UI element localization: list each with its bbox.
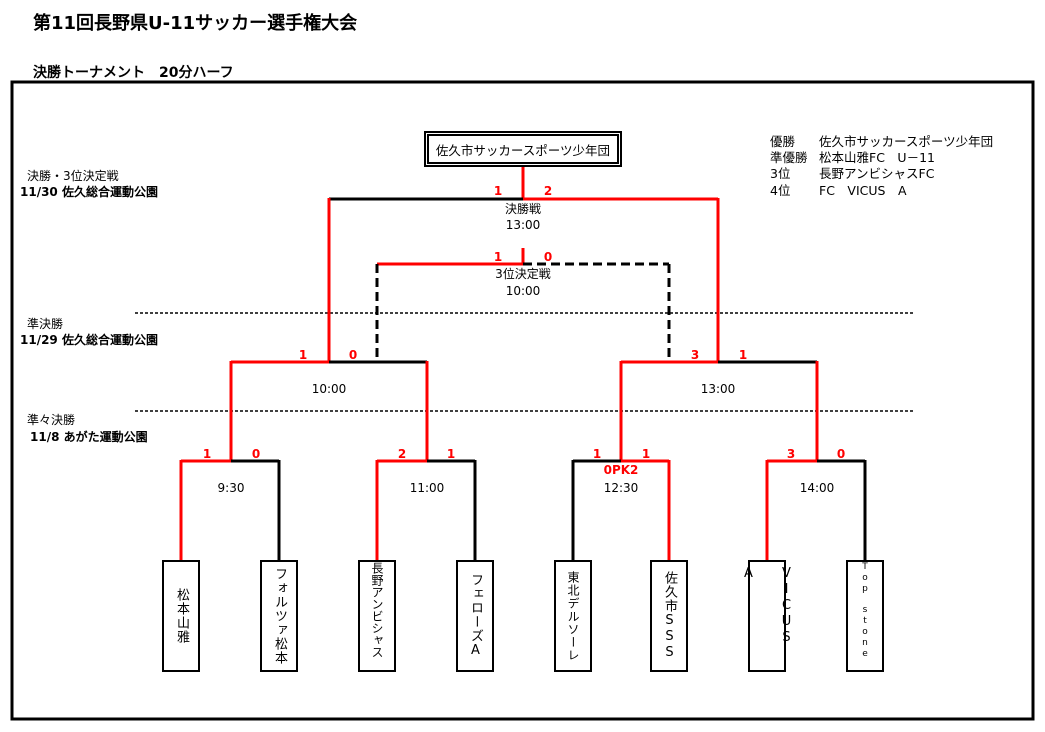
- round-venue-final: 11/30 佐久総合運動公園: [20, 184, 158, 199]
- team-box: 松本山雅: [162, 560, 200, 672]
- match-time: 11:00: [410, 481, 445, 495]
- round-label-semi: 準決勝: [27, 316, 63, 331]
- team-box: Top stone: [846, 560, 884, 672]
- score: 1: [642, 447, 650, 461]
- page-title: 第11回長野県U-11サッカー選手権大会: [33, 13, 358, 34]
- team-box: 長野アンビシャス: [358, 560, 396, 672]
- match-name-final: 決勝戦: [505, 201, 541, 216]
- result-rank: 優勝: [770, 134, 796, 149]
- team-box: フェローズA: [456, 560, 494, 672]
- match-time: 14:00: [800, 481, 835, 495]
- score: 0: [837, 447, 845, 461]
- round-label-quarter: 準々決勝: [27, 412, 75, 427]
- pk-score: 0PK2: [604, 463, 639, 477]
- bracket-lines: [179, 167, 867, 560]
- team-box: 佐久市SSS: [650, 560, 688, 672]
- result-team: 佐久市サッカースポーツ少年団: [819, 134, 993, 149]
- round-label-final: 決勝・3位決定戦: [27, 168, 119, 183]
- match-time: 12:30: [604, 481, 639, 495]
- match-time: 9:30: [218, 481, 245, 495]
- outer-frame: [10, 80, 1035, 721]
- team-box: VICUS A: [741, 560, 794, 672]
- round-venue-semi: 11/29 佐久総合運動公園: [20, 332, 158, 347]
- match-time: 13:00: [506, 218, 541, 232]
- result-team: 松本山雅FC U－11: [819, 150, 935, 165]
- result-team: FC VICUS A: [819, 183, 907, 198]
- page-subtitle: 決勝トーナメント 20分ハーフ: [33, 65, 234, 81]
- score: 2: [544, 184, 552, 198]
- score: 1: [203, 447, 211, 461]
- score: 3: [787, 447, 795, 461]
- score: 0: [252, 447, 260, 461]
- score: 1: [299, 348, 307, 362]
- score: 1: [494, 250, 502, 264]
- match-name-third: 3位決定戦: [495, 266, 551, 281]
- result-rank: 準優勝: [770, 150, 808, 165]
- score: 2: [398, 447, 406, 461]
- result-team: 長野アンビシャスFC: [819, 166, 935, 181]
- score: 0: [544, 250, 552, 264]
- score: 1: [494, 184, 502, 198]
- score: 1: [447, 447, 455, 461]
- match-time: 13:00: [701, 382, 736, 396]
- team-box: 東北デルソーレ: [554, 560, 592, 672]
- round-venue-quarter: 11/8 あがた運動公園: [30, 429, 148, 444]
- result-rank: 4位: [770, 183, 790, 198]
- result-rank: 3位: [770, 166, 790, 181]
- team-box: フォルツァ松本: [260, 560, 298, 672]
- champion-box: 佐久市サッカースポーツ少年団: [424, 131, 622, 167]
- score: 0: [349, 348, 357, 362]
- match-time: 10:00: [312, 382, 347, 396]
- score: 3: [691, 348, 699, 362]
- match-time: 10:00: [506, 284, 541, 298]
- score: 1: [593, 447, 601, 461]
- score: 1: [739, 348, 747, 362]
